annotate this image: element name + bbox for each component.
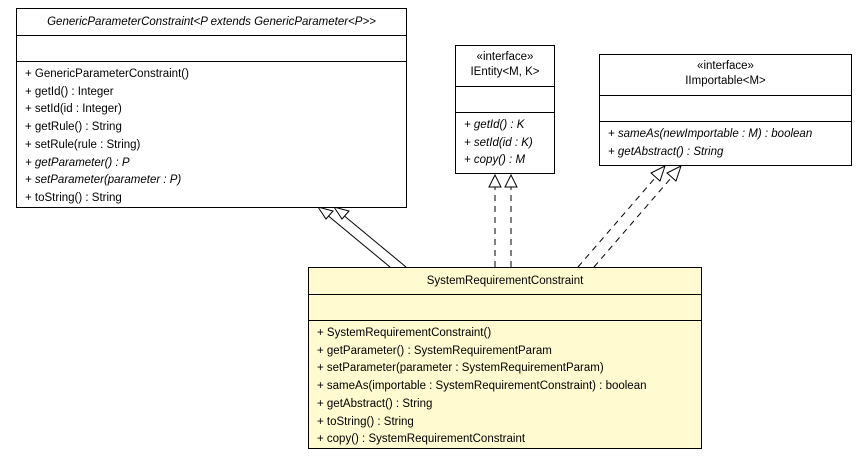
- generalization-arrowhead: [316, 206, 334, 220]
- operation-item: + getAbstract() : String: [608, 145, 724, 158]
- attributes-compartment: [17, 35, 406, 61]
- stereotype-label: «interface»: [697, 60, 754, 72]
- operation-item: + toString() : String: [317, 415, 414, 428]
- class-system-requirement-constraint[interactable]: SystemRequirementConstraint + SystemRequ…: [308, 267, 702, 449]
- class-generic-parameter-constraint[interactable]: GenericParameterConstraint<P extends Gen…: [16, 8, 407, 208]
- operation-item: + setParameter(parameter : SystemRequire…: [317, 362, 604, 375]
- operation-item: + copy() : SystemRequirementConstraint: [317, 433, 526, 446]
- realization-arrowhead: [488, 173, 502, 188]
- operation-item: + getRule() : String: [25, 121, 122, 134]
- operation-item: + setParameter(parameter : P): [25, 174, 182, 187]
- operation-item: + getId() : K: [464, 119, 525, 131]
- operation-item: + SystemRequirementConstraint(): [317, 327, 492, 339]
- realization-arrowhead: [666, 165, 682, 182]
- realization-arrowhead: [650, 165, 666, 182]
- operation-item: + setId(id : K): [464, 136, 533, 149]
- stereotype-label: «interface»: [476, 51, 534, 63]
- operations-compartment: + GenericParameterConstraint() + getId() …: [17, 61, 406, 211]
- operations-compartment: + sameAs(newImportable : M) : boolean + g…: [600, 121, 851, 164]
- operation-item: + getId() : Integer: [25, 85, 114, 98]
- operation-item: + sameAs(importable : SystemRequirementC…: [317, 380, 647, 393]
- operations-compartment: + getId() : K + setId(id : K) + copy() : M: [456, 112, 554, 173]
- interface-iimportable[interactable]: «interface» IImportable<M> + sameAs(newI…: [599, 54, 852, 166]
- class-name-compartment: «interface» IImportable<M>: [600, 55, 851, 95]
- realization-arrowhead: [504, 173, 518, 188]
- operation-item: + sameAs(newImportable : M) : boolean: [608, 128, 813, 140]
- operations-compartment: + SystemRequirementConstraint() + getPara…: [309, 320, 701, 452]
- operation-item: + GenericParameterConstraint(): [25, 68, 189, 80]
- class-name: GenericParameterConstraint<P extends Gen…: [47, 16, 376, 28]
- realization-edge-iimportable: [577, 165, 682, 268]
- attributes-compartment: [456, 86, 554, 112]
- class-name: IEntity<M, K>: [470, 66, 540, 78]
- class-name: SystemRequirementConstraint: [426, 275, 584, 287]
- class-name-compartment: «interface» IEntity<M, K>: [456, 46, 554, 86]
- attributes-compartment: [309, 294, 701, 320]
- operation-item: + setRule(rule : String): [25, 138, 141, 151]
- operation-item: + toString() : String: [25, 191, 122, 204]
- attributes-compartment: [600, 95, 851, 121]
- operation-item: + copy() : M: [464, 154, 526, 167]
- generalization-arrowhead: [332, 206, 350, 220]
- operation-item: + getParameter() : SystemRequirementPara…: [317, 344, 552, 357]
- class-name-compartment: SystemRequirementConstraint: [309, 268, 701, 294]
- class-name: IImportable<M>: [685, 75, 766, 87]
- realization-edge-ientity: [488, 173, 518, 267]
- operation-item: + getParameter() : P: [25, 156, 130, 169]
- generalization-edge: [316, 206, 407, 268]
- interface-ientity[interactable]: «interface» IEntity<M, K> + getId() : K+…: [455, 45, 555, 174]
- class-name-compartment: GenericParameterConstraint<P extends Gen…: [17, 9, 406, 35]
- operation-item: + getAbstract() : String: [317, 397, 433, 410]
- operation-item: + setId(id : Integer): [25, 103, 122, 116]
